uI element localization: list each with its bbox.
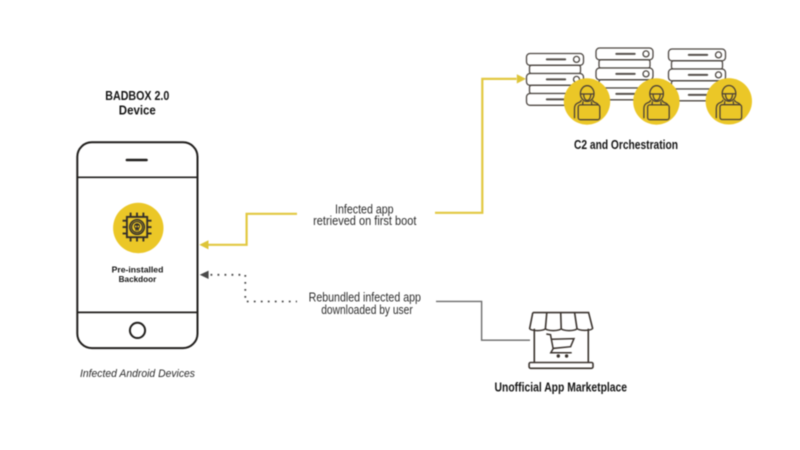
svg-text:Rebundled infected app: Rebundled infected app: [309, 290, 421, 304]
svg-text:Unofficial App Marketplace: Unofficial App Marketplace: [495, 379, 628, 394]
svg-text:Pre-installed: Pre-installed: [112, 265, 164, 275]
svg-text:downloaded by user: downloaded by user: [321, 303, 413, 317]
svg-text:Infected app: Infected app: [335, 202, 394, 216]
svg-text:BADBOX 2.0: BADBOX 2.0: [105, 89, 169, 103]
svg-text:Infected Android Devices: Infected Android Devices: [80, 368, 195, 380]
svg-text:retrieved on first boot: retrieved on first boot: [313, 214, 417, 228]
svg-text:Backdoor: Backdoor: [119, 274, 157, 284]
svg-text:Device: Device: [119, 103, 156, 117]
svg-text:C2 and Orchestration: C2 and Orchestration: [574, 138, 678, 152]
